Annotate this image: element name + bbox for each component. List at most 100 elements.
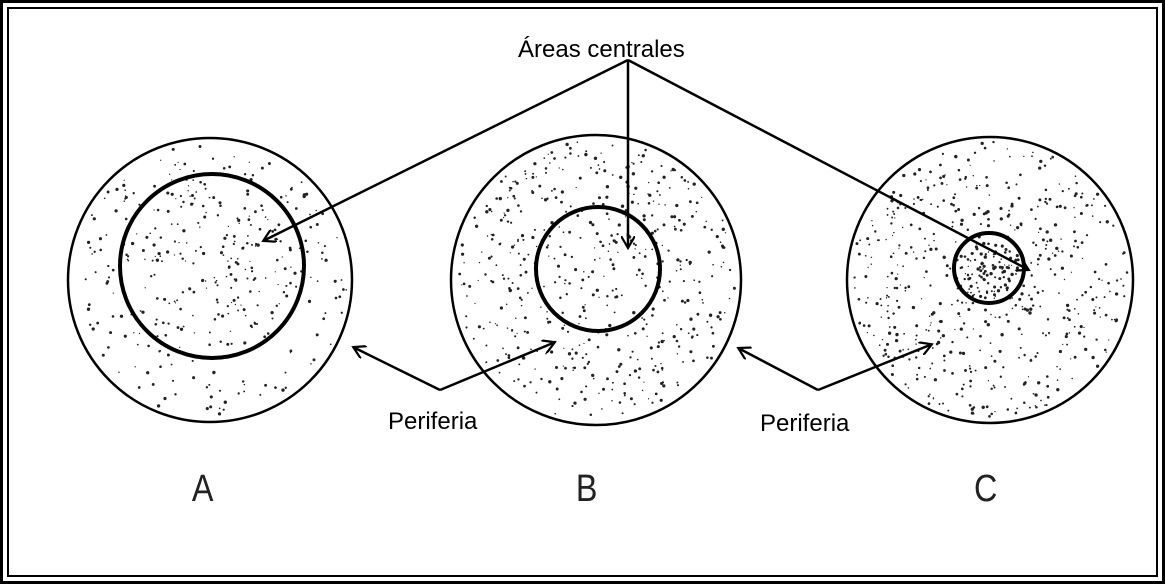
stipple-dot xyxy=(691,215,694,218)
stipple-dot xyxy=(609,243,611,245)
stipple-dot xyxy=(591,374,594,377)
stipple-dot xyxy=(1093,198,1095,200)
stipple-dot xyxy=(1050,158,1052,160)
stipple-dot xyxy=(641,273,644,276)
stipple-dot xyxy=(1080,196,1083,199)
stipple-dot xyxy=(924,277,925,278)
stipple-dot xyxy=(545,172,547,174)
stipple-dot xyxy=(631,162,632,163)
stipple-dot xyxy=(966,336,968,338)
stipple-dot xyxy=(1037,258,1040,261)
stipple-dot xyxy=(209,197,211,199)
stipple-dot xyxy=(202,252,205,255)
stipple-dot xyxy=(142,249,145,252)
stipple-dot xyxy=(636,274,638,276)
stipple-dot xyxy=(1021,333,1023,335)
stipple-dot xyxy=(908,387,910,389)
stipple-dot xyxy=(587,363,589,365)
stipple-dot xyxy=(179,169,180,170)
stipple-dot xyxy=(308,300,311,303)
stipple-dot xyxy=(890,222,892,224)
stipple-dot xyxy=(568,231,571,234)
stipple-dot xyxy=(637,203,639,205)
stipple-dot xyxy=(1022,284,1025,287)
stipple-dot xyxy=(657,371,660,374)
stipple-dot xyxy=(1045,404,1047,406)
stipple-dot xyxy=(1067,317,1069,319)
stipple-dot xyxy=(208,384,210,386)
stipple-dot xyxy=(1074,240,1077,243)
stipple-dot xyxy=(621,294,623,296)
stipple-dot xyxy=(1081,241,1084,244)
stipple-dot xyxy=(520,210,522,212)
stipple-dot xyxy=(992,141,994,143)
stipple-dot xyxy=(231,302,232,303)
stipple-dot xyxy=(641,317,643,319)
stipple-dot xyxy=(887,310,889,312)
stipple-dot xyxy=(216,284,218,286)
stipple-dot xyxy=(157,209,160,212)
stipple-dot xyxy=(1045,334,1047,336)
stipple-dot xyxy=(159,255,161,257)
stipple-dot xyxy=(933,184,935,186)
stipple-dot xyxy=(571,256,573,258)
stipple-dot xyxy=(526,178,528,180)
circle-a-inner xyxy=(120,174,304,358)
stipple-dot xyxy=(913,251,914,252)
stipple-dot xyxy=(988,415,991,418)
stipple-dot xyxy=(1020,347,1022,349)
stipple-dot xyxy=(182,201,184,203)
stipple-dot xyxy=(1000,333,1003,336)
stipple-dot xyxy=(293,272,296,275)
stipple-dot xyxy=(647,193,649,195)
stipple-dot xyxy=(283,291,285,293)
stipple-dot xyxy=(1078,332,1081,335)
stipple-dot xyxy=(858,253,861,256)
stipple-dot xyxy=(716,315,719,318)
stipple-dot xyxy=(583,271,585,273)
stipple-dot xyxy=(152,260,154,262)
stipple-dot xyxy=(614,311,616,313)
stipple-dot xyxy=(1054,254,1057,257)
stipple-dot xyxy=(973,213,976,216)
stipple-dot xyxy=(865,255,867,257)
stipple-dot xyxy=(504,212,505,213)
stipple-dot xyxy=(315,210,317,212)
stipple-dot xyxy=(153,185,156,188)
periphery-label-right: Periferia xyxy=(760,410,849,438)
stipple-dot xyxy=(891,364,894,367)
stipple-dot xyxy=(994,386,996,388)
stipple-dot xyxy=(963,322,965,324)
stipple-dot xyxy=(942,334,945,337)
stipple-dot xyxy=(967,308,970,311)
stipple-dot xyxy=(209,405,212,408)
stipple-dot xyxy=(1000,376,1002,378)
stipple-dot xyxy=(1034,393,1037,396)
stipple-dot xyxy=(313,358,316,361)
stipple-dot xyxy=(192,262,194,264)
stipple-dot xyxy=(483,328,485,330)
stipple-dot xyxy=(216,280,218,282)
stipple-dot xyxy=(481,251,482,252)
stipple-dot xyxy=(910,246,913,249)
stipple-layer xyxy=(85,141,1129,418)
stipple-dot xyxy=(174,254,175,255)
stipple-dot xyxy=(1076,299,1078,301)
stipple-dot xyxy=(1007,186,1010,189)
stipple-dot xyxy=(199,145,202,148)
stipple-dot xyxy=(660,382,663,385)
stipple-dot xyxy=(545,353,547,355)
stipple-dot xyxy=(166,191,169,194)
stipple-dot xyxy=(548,255,549,256)
stipple-dot xyxy=(564,157,566,159)
stipple-dot xyxy=(1010,273,1013,276)
stipple-dot xyxy=(939,177,942,180)
stipple-dot xyxy=(598,297,599,298)
stipple-dot xyxy=(124,200,126,202)
stipple-dot xyxy=(536,392,538,394)
stipple-dot xyxy=(969,404,972,407)
stipple-dot xyxy=(1031,155,1033,157)
stipple-dot xyxy=(503,217,504,218)
stipple-dot xyxy=(1068,188,1070,190)
stipple-dot xyxy=(254,210,257,213)
